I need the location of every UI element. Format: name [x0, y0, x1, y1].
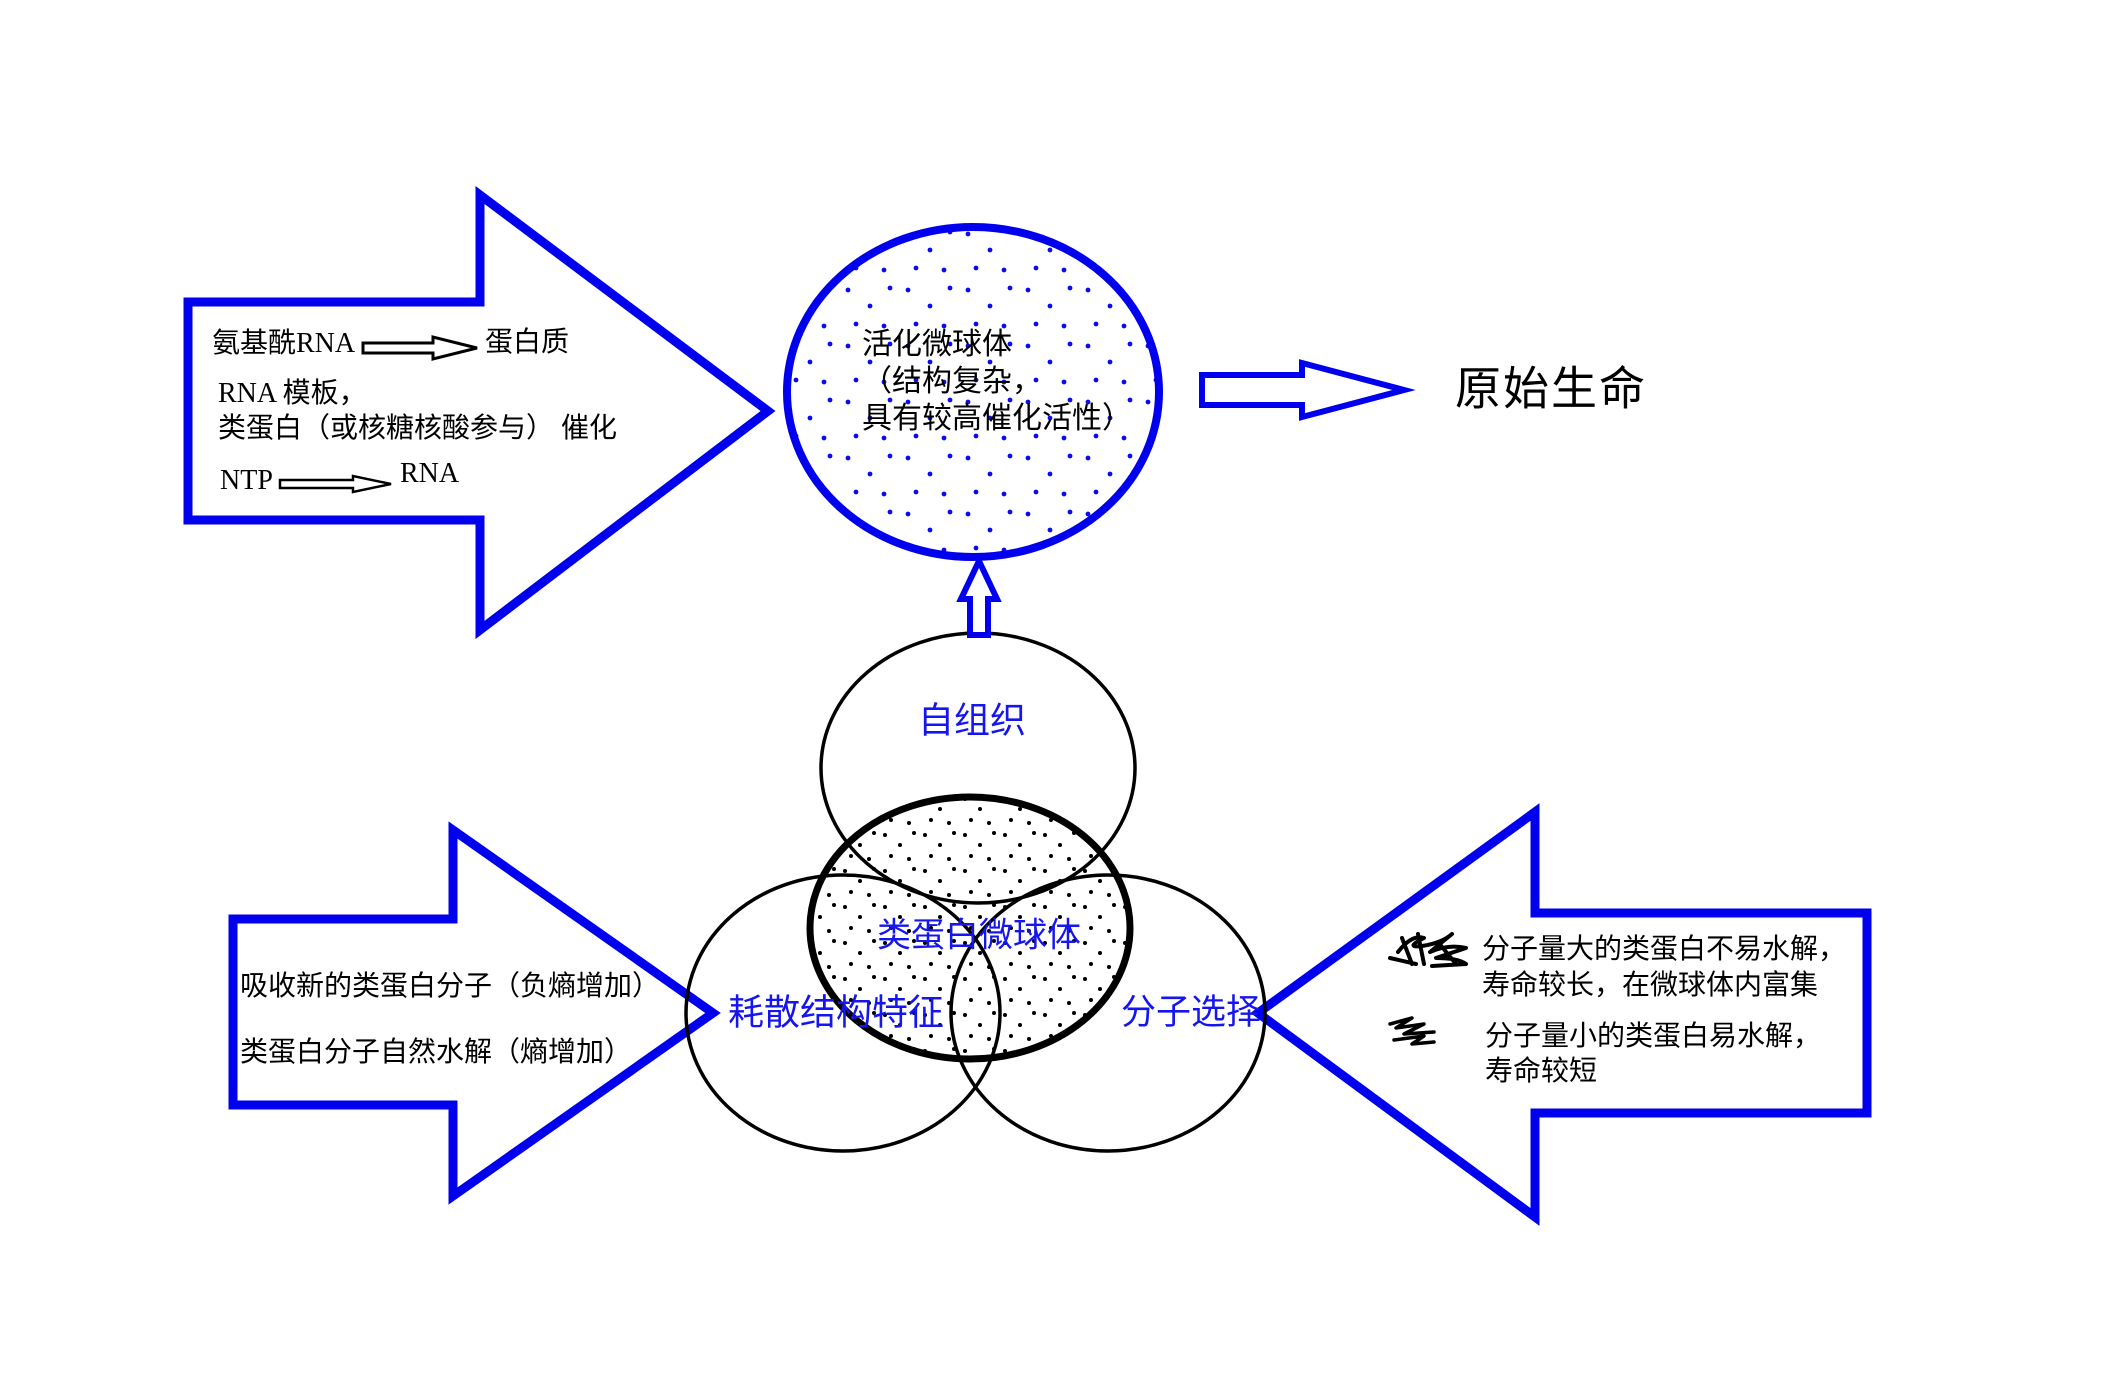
large-molecule-line2: 寿命较长，在微球体内富集: [1482, 969, 1819, 1001]
flow-arrow-to-life: [1199, 359, 1416, 421]
ntp-label: NTP: [220, 464, 273, 496]
venn-label-dissipative-structure: 耗散结构特征: [727, 992, 945, 1033]
large-molecule-line1: 分子量大的类蛋白不易水解，: [1482, 933, 1847, 965]
flow-arrow-bottom-right: [1250, 803, 1872, 1226]
reaction-arrow-rna: [278, 474, 392, 494]
large-molecule-scribble: [1388, 932, 1468, 968]
activated-microsphere-line1: 活化微球体: [862, 328, 1012, 361]
venn-label-self-organization: 自组织: [917, 700, 1027, 741]
small-molecule-scribble: [1388, 1016, 1436, 1046]
proteinoid-catalysis-label: 类蛋白（或核糖核酸参与） 催化: [218, 412, 618, 444]
absorb-proteinoid-label: 吸收新的类蛋白分子（负熵增加）: [240, 970, 661, 1002]
protein-label: 蛋白质: [485, 326, 570, 358]
venn-label-molecular-selection: 分子选择: [1120, 992, 1262, 1032]
hydrolysis-entropy-label: 类蛋白分子自然水解（熵增加）: [240, 1036, 633, 1068]
flow-arrow-top-left: [183, 186, 776, 640]
flow-arrow-bottom-left: [228, 821, 721, 1205]
activated-microsphere-line3: 具有较高催化活性）: [862, 402, 1132, 435]
small-molecule-line2: 寿命较短: [1485, 1055, 1598, 1087]
up-arrow: [956, 553, 1002, 638]
rna-template-label: RNA 模板，: [218, 377, 367, 409]
reaction-arrow-protein: [361, 335, 478, 361]
activated-microsphere-circle: [783, 223, 1163, 561]
aminoacyl-rna-label: 氨基酰RNA: [212, 327, 356, 359]
primitive-life-label: 原始生命: [1455, 363, 1647, 415]
small-molecule-line1: 分子量小的类蛋白易水解，: [1485, 1020, 1822, 1052]
venn-label-proteinoid-microsphere: 类蛋白微球体: [877, 917, 1081, 955]
activated-microsphere-text: 活化微球体 （结构复杂， 具有较高催化活性）: [862, 326, 1132, 437]
rna-label: RNA: [400, 457, 460, 489]
venn-circle-proteinoid-microsphere: [806, 793, 1134, 1063]
activated-microsphere-line2: （结构复杂，: [862, 365, 1042, 398]
